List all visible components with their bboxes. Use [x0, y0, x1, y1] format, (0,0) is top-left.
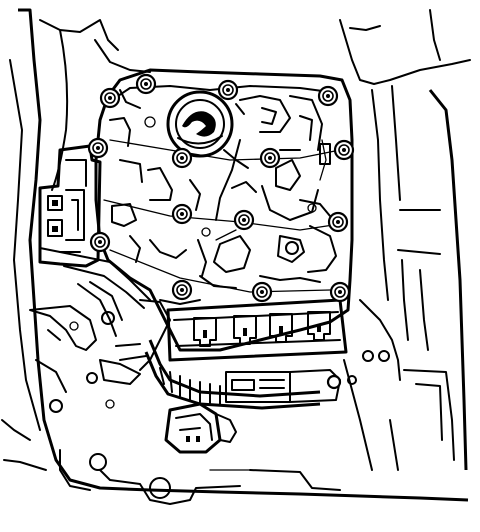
bolt-14: [99, 87, 121, 109]
central-accumulator: [166, 90, 234, 158]
plug-connector: [164, 402, 237, 454]
bolt-5: [171, 147, 193, 169]
bolt-group: [87, 73, 355, 303]
bolt-4: [87, 137, 109, 159]
bolt-2: [217, 79, 239, 101]
bolt-8: [233, 209, 255, 231]
left-connector-block: [38, 144, 102, 268]
bolt-13: [329, 281, 351, 303]
small-screws: [86, 350, 390, 409]
bolt-6: [259, 147, 281, 169]
bolt-15: [333, 139, 355, 161]
transmission-case: [1, 8, 471, 502]
bottom-flange: [59, 449, 341, 505]
bolt-1: [135, 73, 157, 95]
bolt-10: [89, 231, 111, 253]
bolt-7: [171, 203, 193, 225]
wiring-harness: [115, 339, 342, 410]
bolt-3: [317, 85, 339, 107]
manual-valve-linkage: [29, 251, 171, 413]
bolt-12: [251, 281, 273, 303]
bolt-11: [171, 279, 193, 301]
valve-channels: [109, 89, 337, 305]
bolt-9: [327, 211, 349, 233]
solenoid-strip: [166, 298, 348, 362]
